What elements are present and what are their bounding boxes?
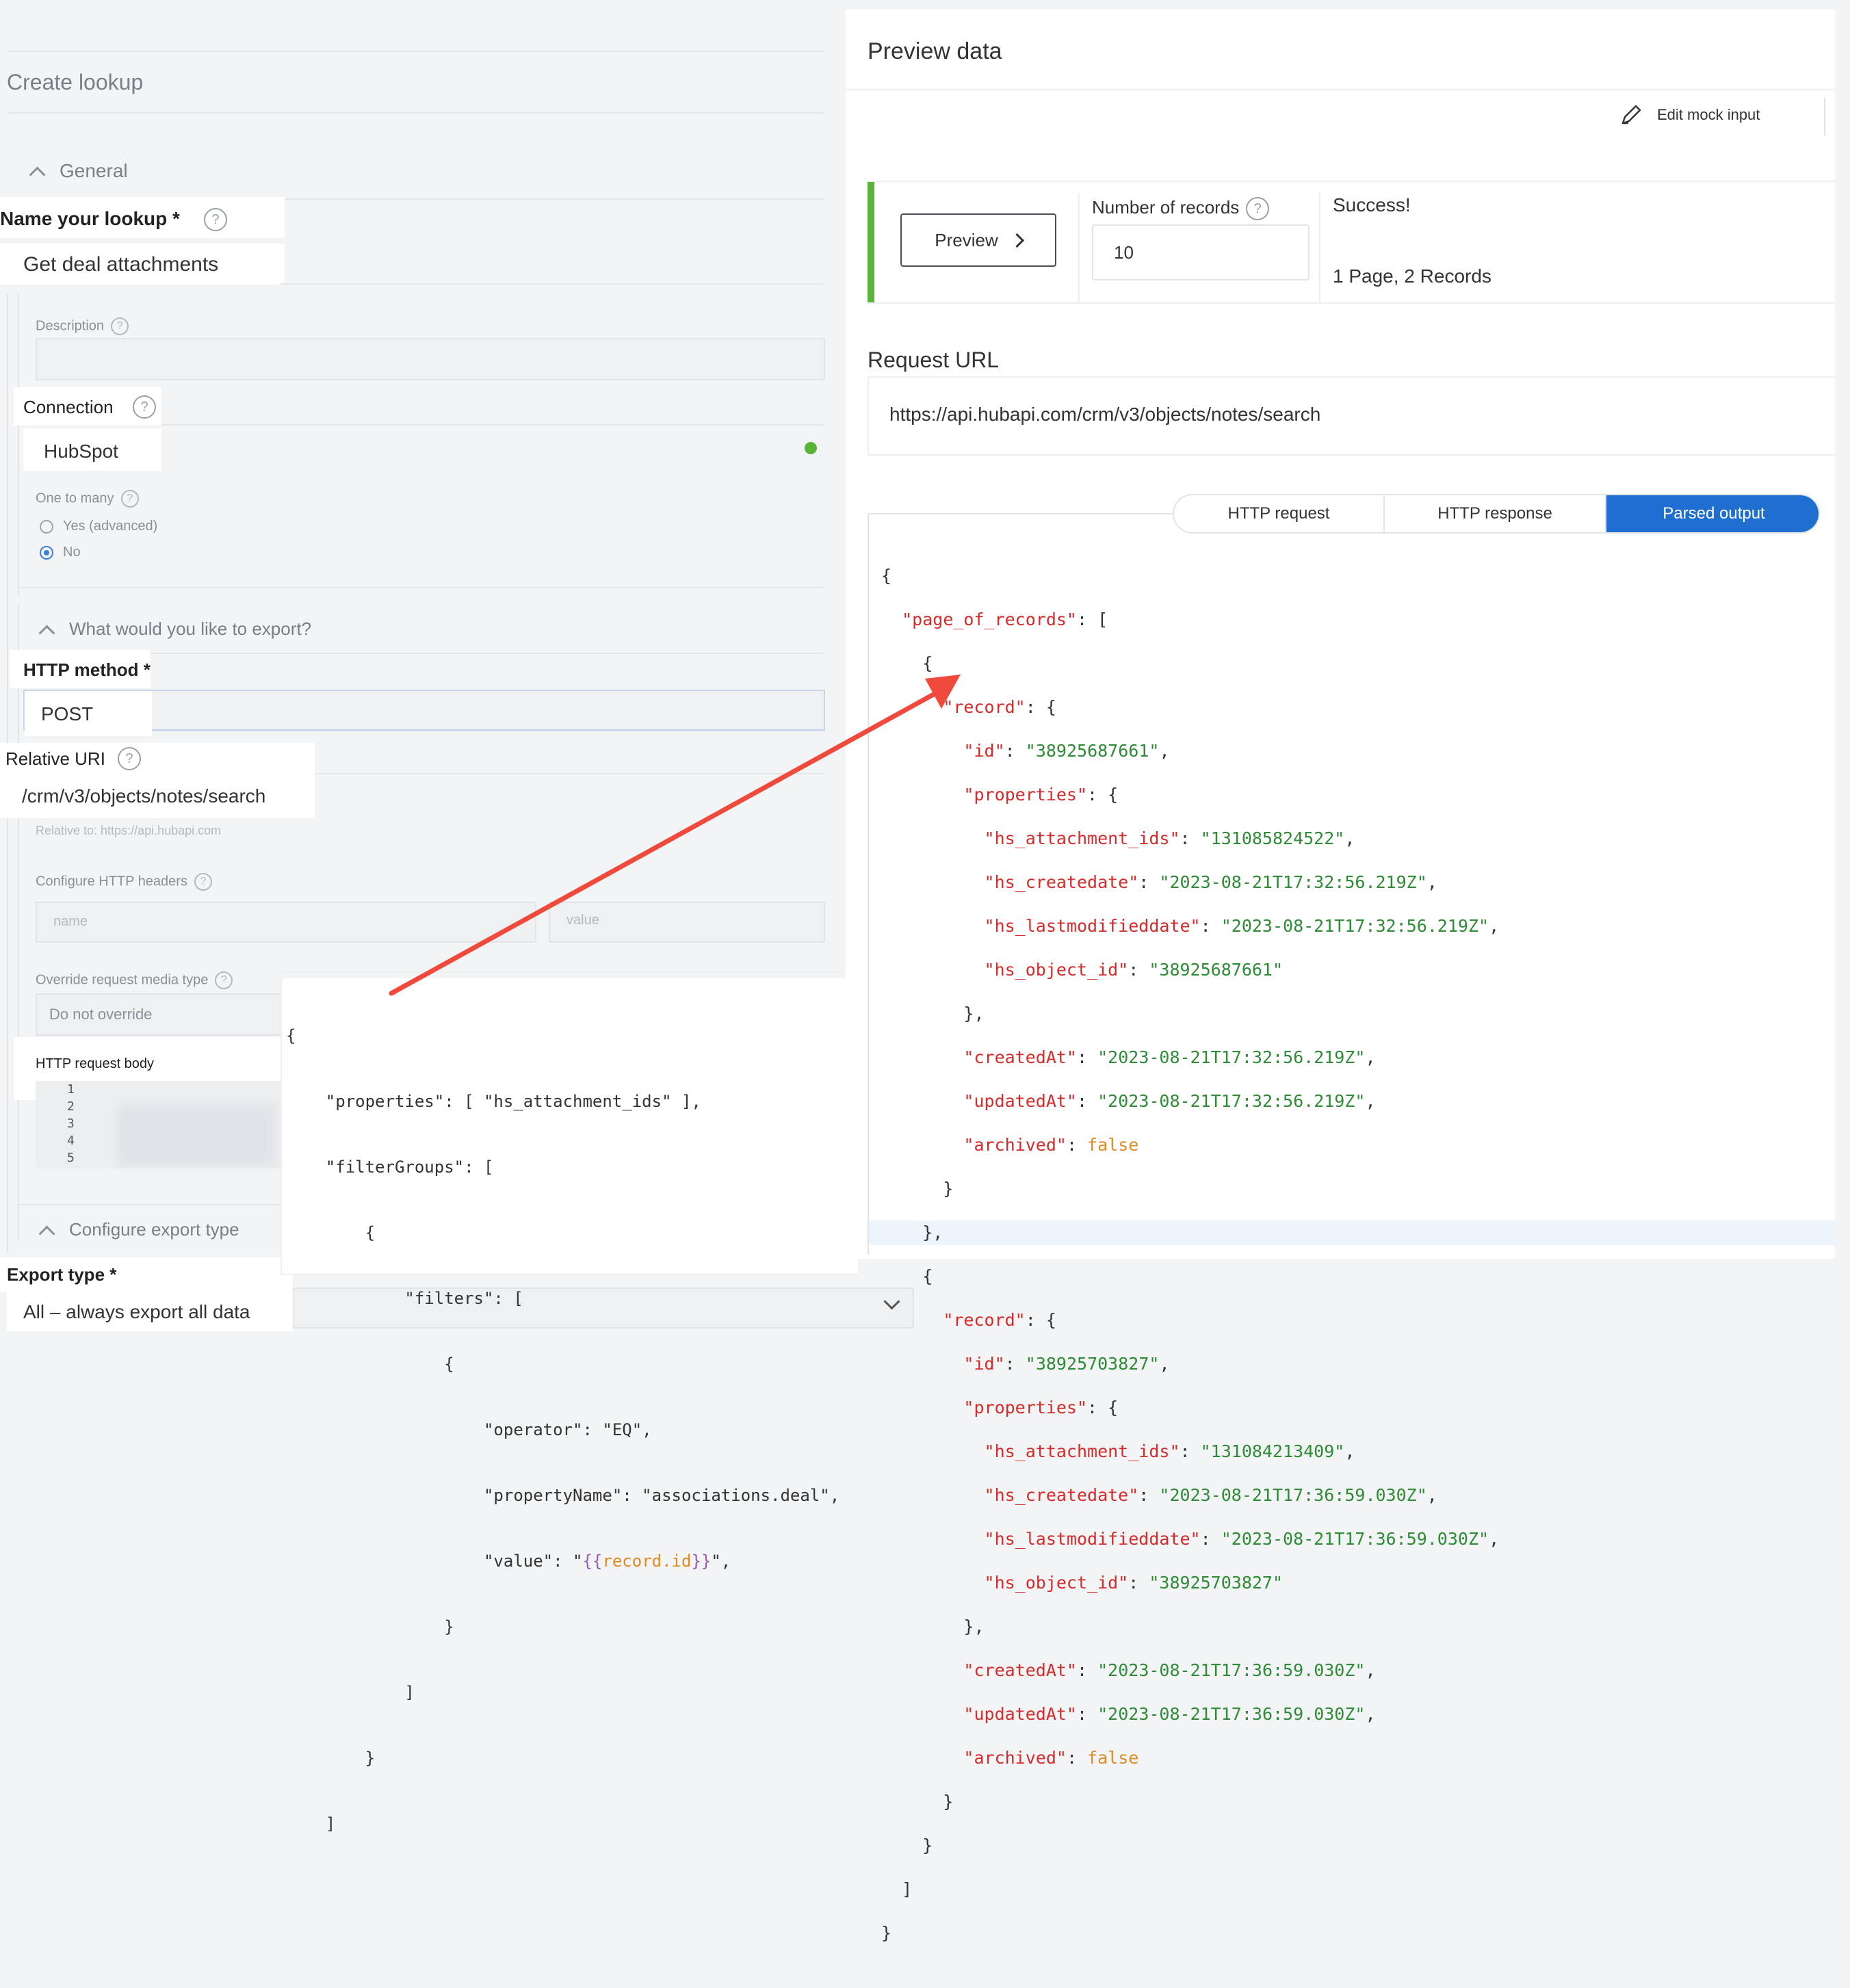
help-icon[interactable]: ?	[1246, 197, 1270, 221]
lookup-form-panel: Create lookup General Name your lookup *…	[0, 0, 914, 1331]
name-value: Get deal attachments	[23, 253, 219, 276]
records-input[interactable]: 10	[1092, 224, 1310, 280]
tab-parsed-output[interactable]: Parsed output	[1606, 495, 1819, 532]
name-field[interactable]: Get deal attachments	[0, 244, 285, 285]
success-indicator-bar	[868, 182, 874, 302]
connection-label: Connection	[23, 397, 114, 417]
http-method-label: HTTP method *	[23, 659, 151, 680]
general-section-label: General	[60, 160, 128, 181]
header-value-placeholder: value	[566, 913, 599, 928]
radio-icon	[40, 519, 53, 534]
export-type-select-track[interactable]	[293, 1287, 914, 1329]
export-section-toggle[interactable]: What would you like to export?	[38, 618, 312, 642]
description-label: Description?	[36, 317, 129, 335]
annotation-arrow	[389, 675, 961, 996]
connection-label-highlight: Connection ?	[14, 387, 161, 426]
output-tabs: HTTP request HTTP response Parsed output	[1173, 494, 1820, 534]
header-name-placeholder: name	[53, 914, 88, 929]
request-url-value: https://api.hubapi.com/crm/v3/objects/no…	[889, 404, 1321, 425]
connection-status-dot	[805, 442, 817, 454]
header-value-input[interactable]: value	[549, 902, 825, 943]
export-type-label-highlight: Export type *	[0, 1257, 293, 1292]
help-icon[interactable]: ?	[118, 747, 141, 770]
connection-value: HubSpot	[44, 441, 118, 462]
request-body-label: HTTP request body	[36, 1056, 155, 1071]
preview-button[interactable]: Preview	[900, 213, 1056, 267]
http-method-label-highlight: HTTP method *	[10, 650, 151, 688]
request-body-editor-collapsed[interactable]: 1 2 3 4 5	[36, 1081, 282, 1168]
records-summary: 1 Page, 2 Records	[1333, 265, 1491, 287]
help-icon[interactable]: ?	[133, 395, 156, 419]
media-type-value: Do not override	[49, 1006, 153, 1023]
media-type-label: Override request media type?	[36, 971, 233, 989]
media-type-select[interactable]: Do not override	[36, 993, 289, 1036]
help-icon[interactable]: ?	[111, 317, 129, 335]
export-type-value: All – always export all data	[23, 1301, 250, 1322]
one-to-many-label: One to many?	[36, 490, 139, 508]
description-input[interactable]	[36, 338, 825, 380]
pencil-icon	[1621, 105, 1641, 125]
help-icon[interactable]: ?	[204, 208, 227, 231]
line-numbers: 1 2 3 4 5	[67, 1082, 75, 1165]
request-url-box[interactable]: https://api.hubapi.com/crm/v3/objects/no…	[868, 376, 1835, 456]
export-type-section-label: Configure export type	[69, 1219, 239, 1240]
status-text: Success!	[1333, 194, 1411, 215]
records-label: Number of records?	[1092, 197, 1270, 221]
relative-uri-highlight: Relative URI ? /crm/v3/objects/notes/sea…	[0, 743, 315, 818]
connection-select[interactable]: HubSpot	[23, 428, 161, 471]
http-method-value-box: POST	[25, 691, 152, 736]
edit-mock-input-button[interactable]: Edit mock input	[1619, 103, 1760, 127]
name-label: Name your lookup *	[0, 208, 180, 229]
blurred-code	[118, 1104, 275, 1166]
tab-http-request[interactable]: HTTP request	[1174, 495, 1385, 532]
help-icon[interactable]: ?	[194, 873, 212, 891]
edit-mock-input-label: Edit mock input	[1657, 106, 1760, 123]
export-type-label: Export type *	[7, 1264, 117, 1285]
radio-selected-icon	[40, 545, 53, 560]
header-name-input[interactable]: name	[36, 902, 536, 943]
relative-uri-label: Relative URI	[5, 748, 105, 769]
request-url-label: Request URL	[868, 348, 1000, 372]
preview-title: Preview data	[868, 38, 1002, 64]
export-type-section-toggle[interactable]: Configure export type	[38, 1219, 239, 1242]
help-icon[interactable]: ?	[120, 490, 139, 508]
help-icon[interactable]: ?	[215, 971, 233, 989]
records-value: 10	[1114, 241, 1134, 263]
relative-uri-hint: Relative to: https://api.hubapi.com	[36, 824, 222, 837]
tab-http-response[interactable]: HTTP response	[1385, 495, 1606, 532]
radio-yes-advanced[interactable]: Yes (advanced)	[40, 519, 157, 534]
http-headers-label: Configure HTTP headers?	[36, 873, 212, 891]
relative-uri-value[interactable]: /crm/v3/objects/notes/search	[22, 785, 266, 807]
page-title: Create lookup	[7, 70, 144, 94]
general-section-toggle[interactable]: General	[29, 160, 128, 183]
radio-no[interactable]: No	[40, 545, 81, 560]
preview-button-label: Preview	[935, 229, 998, 250]
http-method-value: POST	[41, 703, 94, 724]
export-type-select[interactable]: All – always export all data	[7, 1292, 293, 1331]
export-section-label: What would you like to export?	[69, 618, 312, 639]
name-label-highlight: Name your lookup * ?	[0, 197, 285, 238]
